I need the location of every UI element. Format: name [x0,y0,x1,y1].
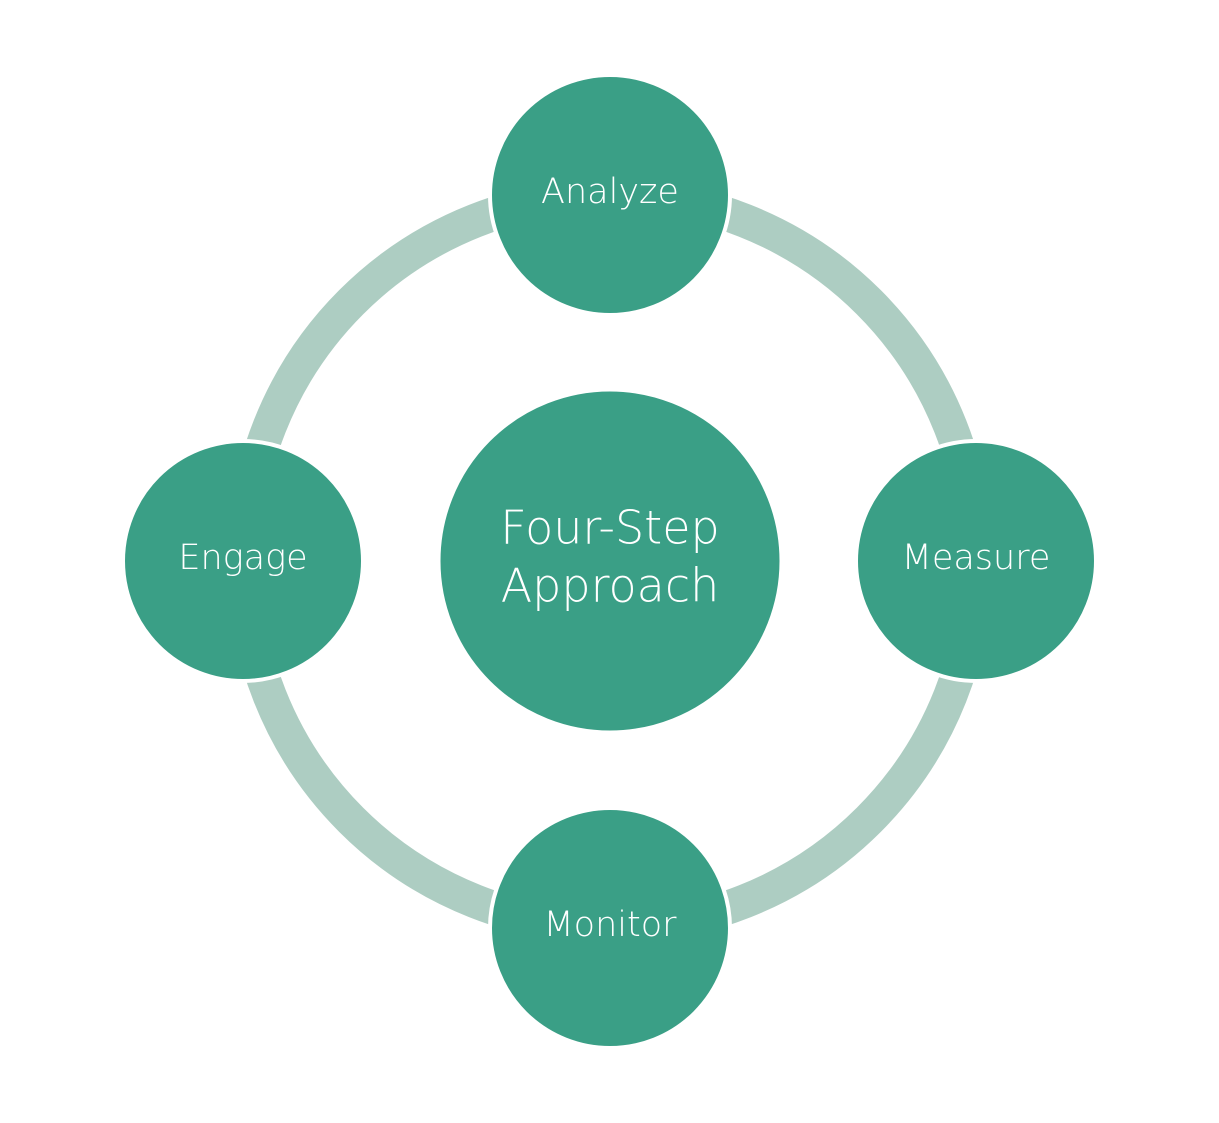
step-node-measure: Measure [854,439,1098,683]
step-circle-analyze [488,73,732,317]
step-label-measure: Measure [902,538,1051,578]
step-label-engage: Engage [178,538,307,578]
center-title-line-2: Approach [501,559,720,613]
center-title-line-1: Four-Step [500,501,719,555]
center-node: Four-Step Approach [437,388,783,734]
center-circle [437,388,783,734]
step-circle-measure [854,439,1098,683]
step-node-monitor: Monitor [488,806,732,1050]
step-node-analyze: Analyze [488,73,732,317]
step-node-engage: Engage [121,439,365,683]
step-circle-monitor [488,806,732,1050]
step-label-monitor: Monitor [543,905,677,945]
step-label-analyze: Analyze [541,172,679,212]
step-circle-engage [121,439,365,683]
